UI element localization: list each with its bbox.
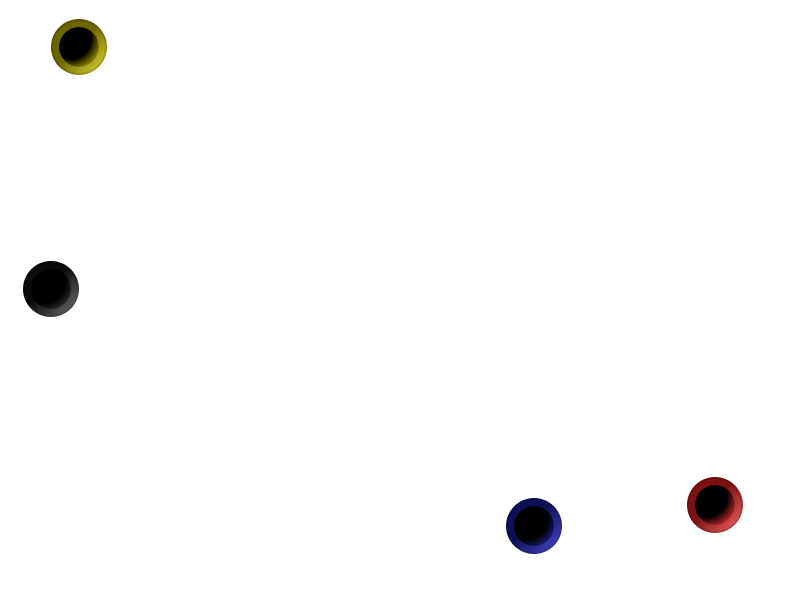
blue-hole-inner xyxy=(514,506,554,546)
red-hole-inner xyxy=(695,485,735,525)
yellow-hole-inner xyxy=(59,27,99,67)
black-hole-inner xyxy=(31,269,71,309)
black-hole[interactable] xyxy=(23,261,79,317)
yellow-hole[interactable] xyxy=(51,19,107,75)
blue-hole[interactable] xyxy=(506,498,562,554)
red-hole[interactable] xyxy=(687,477,743,533)
